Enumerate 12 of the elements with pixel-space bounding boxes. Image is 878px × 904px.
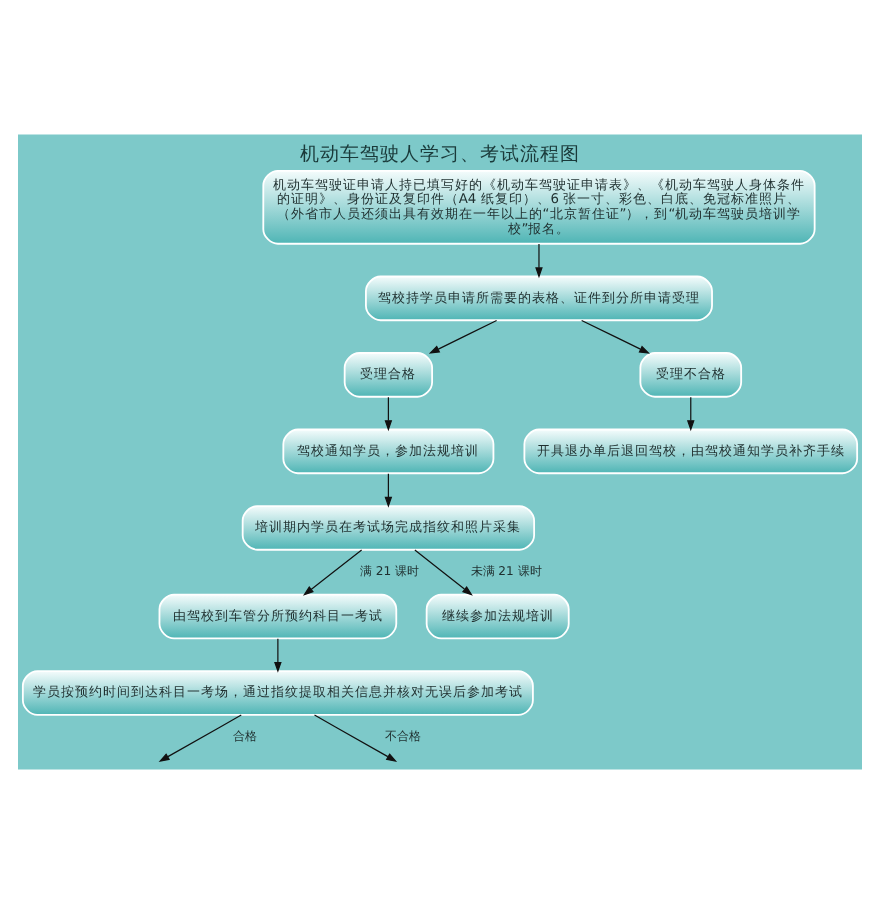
arrow <box>312 714 397 762</box>
arrow <box>685 396 694 432</box>
arrow <box>157 714 241 762</box>
arrow <box>534 243 542 279</box>
arrow <box>273 638 281 673</box>
arrow <box>383 396 392 432</box>
arrow <box>580 319 650 354</box>
arrow <box>413 549 472 596</box>
arrow <box>383 473 392 508</box>
diagram-title: 机动车驾驶人学习、考试流程图 <box>299 143 579 166</box>
arrow <box>301 549 362 596</box>
arrow <box>427 319 497 354</box>
